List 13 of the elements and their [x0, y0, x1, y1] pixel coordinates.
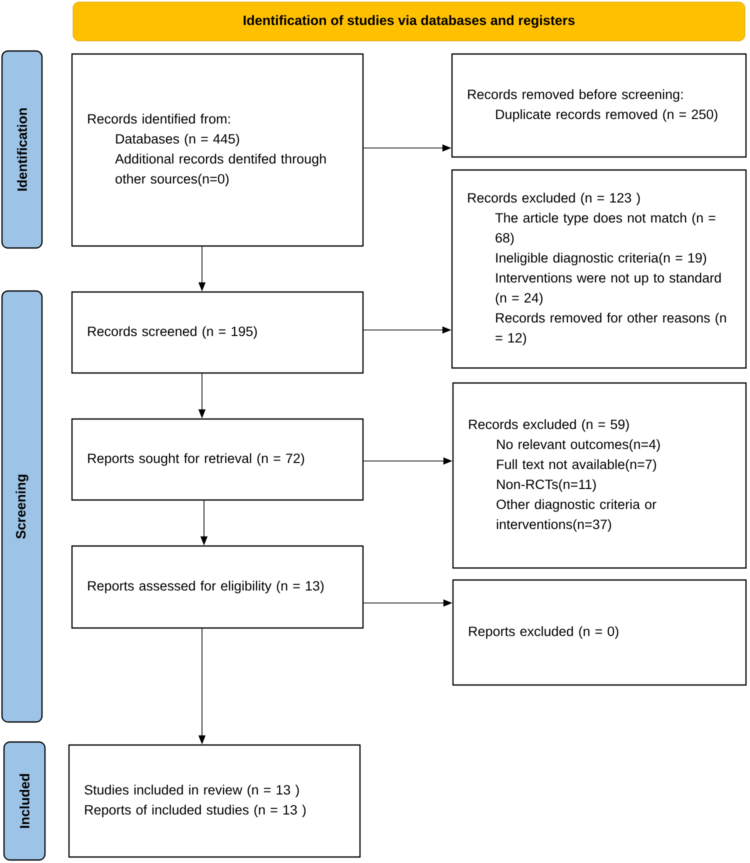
phase-band: Identification — [1, 50, 43, 249]
header-band: Identification of studies via databases and registers — [72, 2, 746, 42]
exclusion-box: Records excluded (n = 123 ) The article type does not match (n = 68) Ineligible diagnostic criteria(n = 19) Interventions were not up to standard (n = 24) Records removed for other reasons (n = 12) — [451, 169, 747, 369]
process-box: Records screened (n = 195) — [71, 291, 364, 374]
process-box: Records identified from: Databases (n = 445) Additional records dentifed through other sources(n=0) — [71, 53, 364, 247]
phase-band: Screening — [1, 290, 43, 723]
process-box: Reports sought for retrieval (n = 72) — [71, 418, 364, 501]
exclusion-box: Records excluded (n = 59) No relevant outcomes(n=4) Full text not available(n=7) Non-RCTs(n=11) Other diagnostic criteria or interventions(n=37) — [452, 382, 747, 569]
exclusion-box: Records removed before screening: Duplicate records removed (n = 250) — [451, 53, 747, 158]
phase-band: Included — [3, 741, 46, 861]
process-box: Studies included in review (n = 13 ) Reports of included studies (n = 13 ) — [68, 744, 361, 858]
exclusion-box: Reports excluded (n = 0) — [452, 579, 747, 686]
process-box: Reports assessed for eligibility (n = 13) — [71, 545, 364, 629]
